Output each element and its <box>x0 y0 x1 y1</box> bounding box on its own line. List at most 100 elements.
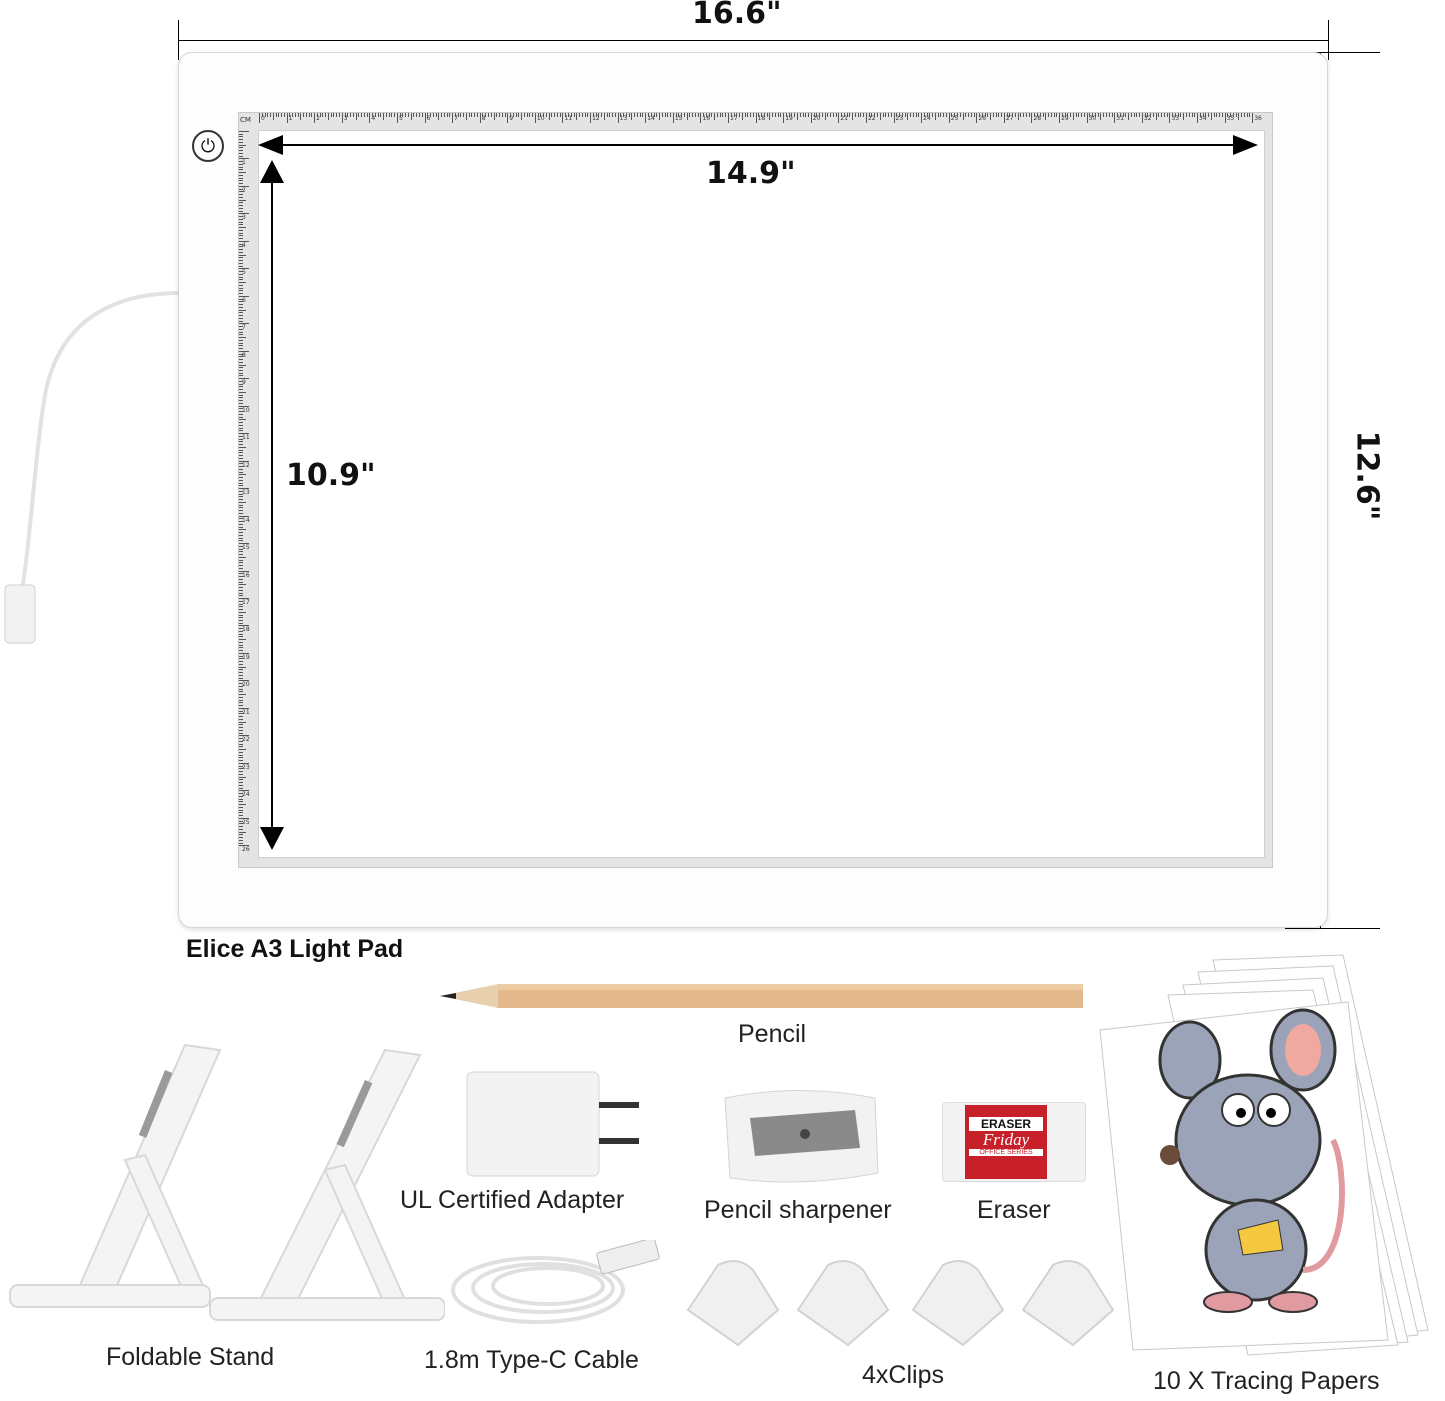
ruler-tick <box>868 113 870 117</box>
ruler-number: 19 <box>785 115 793 122</box>
ruler-tick <box>968 113 970 117</box>
ruler-tick <box>239 603 243 605</box>
ruler-number: 5 <box>398 115 403 122</box>
ruler-tick <box>239 545 243 547</box>
clips-image <box>686 1260 1115 1347</box>
ruler-tick <box>899 113 901 117</box>
ruler-tick <box>810 113 812 123</box>
ruler-tick <box>1243 113 1245 117</box>
type-c-cable-image <box>451 1240 660 1324</box>
ruler-tick <box>1230 113 1232 117</box>
adapter-label: UL Certified Adapter <box>400 1186 625 1214</box>
ruler-tick <box>239 260 243 262</box>
ruler-tick <box>705 113 707 117</box>
ruler-tick <box>1078 113 1080 117</box>
ruler-number: 9 <box>509 115 514 122</box>
ruler-tick <box>410 113 412 120</box>
ruler-tick <box>239 408 243 410</box>
ruler-tick <box>501 113 503 117</box>
ruler-tick <box>239 512 243 514</box>
ruler-tick <box>239 793 243 795</box>
ruler-tick <box>239 147 243 149</box>
ruler-tick <box>239 630 243 632</box>
ruler-tick <box>601 113 603 117</box>
ruler-number: 6 <box>426 115 431 122</box>
ruler-tick <box>981 113 983 117</box>
ruler-tick <box>239 578 243 580</box>
ruler-tick <box>1141 113 1143 123</box>
ruler-tick <box>758 113 760 117</box>
ruler-tick <box>239 161 243 163</box>
ruler-tick <box>239 419 246 421</box>
ruler-tick <box>239 691 243 693</box>
ruler-tick <box>239 823 243 825</box>
ruler-tick <box>816 113 818 117</box>
ruler-tick <box>239 743 243 745</box>
ruler-tick <box>239 738 243 740</box>
ruler-tick <box>239 567 243 569</box>
ruler-tick <box>653 113 655 117</box>
ruler-tick <box>1158 113 1160 117</box>
ruler-number: 20 <box>812 115 821 122</box>
ruler-tick <box>1199 113 1201 117</box>
ruler-tick <box>918 113 920 117</box>
ruler-tick <box>510 113 512 117</box>
ruler-tick <box>303 113 305 117</box>
ruler-tick <box>239 543 249 545</box>
ruler-tick <box>1177 113 1179 117</box>
ruler-tick <box>515 113 517 117</box>
ruler-number: 11 <box>564 115 573 122</box>
ruler-tick <box>239 334 243 336</box>
ruler-tick <box>239 166 243 168</box>
ruler-tick <box>239 735 249 737</box>
power-icon[interactable]: ⏻ <box>192 130 224 162</box>
ruler-tick <box>1014 113 1016 117</box>
ruler-tick <box>239 666 246 668</box>
ruler-tick <box>239 276 243 278</box>
ruler-tick <box>567 113 569 117</box>
ruler-tick <box>294 113 296 117</box>
ruler-tick <box>1114 113 1116 123</box>
ruler-tick <box>239 606 243 608</box>
ruler-tick <box>239 446 246 448</box>
ruler-tick <box>327 113 329 120</box>
ruler-tick <box>1042 113 1044 117</box>
ruler-tick <box>995 113 997 117</box>
ruler-tick <box>1133 113 1135 117</box>
ruler-tick <box>1017 113 1019 120</box>
ruler-tick <box>239 227 246 229</box>
ruler-tick <box>289 113 291 117</box>
dim-tick <box>1328 20 1329 60</box>
ruler-tick <box>1028 113 1030 117</box>
ruler-tick <box>239 636 243 638</box>
ruler-tick <box>940 113 942 117</box>
ruler-tick <box>579 113 581 117</box>
ruler-tick <box>239 809 243 811</box>
ruler-tick <box>678 113 680 117</box>
ruler-tick <box>239 328 243 330</box>
ruler-tick <box>239 383 243 385</box>
ruler-tick <box>239 565 243 567</box>
ruler-tick <box>239 411 243 413</box>
ruler-tick <box>487 113 489 117</box>
ruler-number: 3 <box>343 115 348 122</box>
ruler-number: 12 <box>242 461 250 469</box>
ruler-tick <box>1208 113 1210 117</box>
ruler-tick <box>454 113 456 117</box>
ruler-tick <box>534 113 536 123</box>
ruler-tick <box>239 315 243 317</box>
ruler-tick <box>239 169 243 171</box>
ruler-tick <box>239 304 243 306</box>
ruler-tick <box>485 113 487 117</box>
ruler-tick <box>239 416 243 418</box>
ruler-tick <box>239 240 249 242</box>
ruler-tick <box>239 556 246 558</box>
ruler-tick <box>830 113 832 117</box>
product-label: Elice A3 Light Pad <box>186 935 404 963</box>
ruler-tick <box>854 113 856 117</box>
ruler-tick <box>728 113 729 123</box>
ruler-tick <box>595 113 597 117</box>
ruler-number: 14 <box>647 115 655 122</box>
ruler-tick <box>645 113 647 123</box>
ruler-tick <box>239 229 243 231</box>
